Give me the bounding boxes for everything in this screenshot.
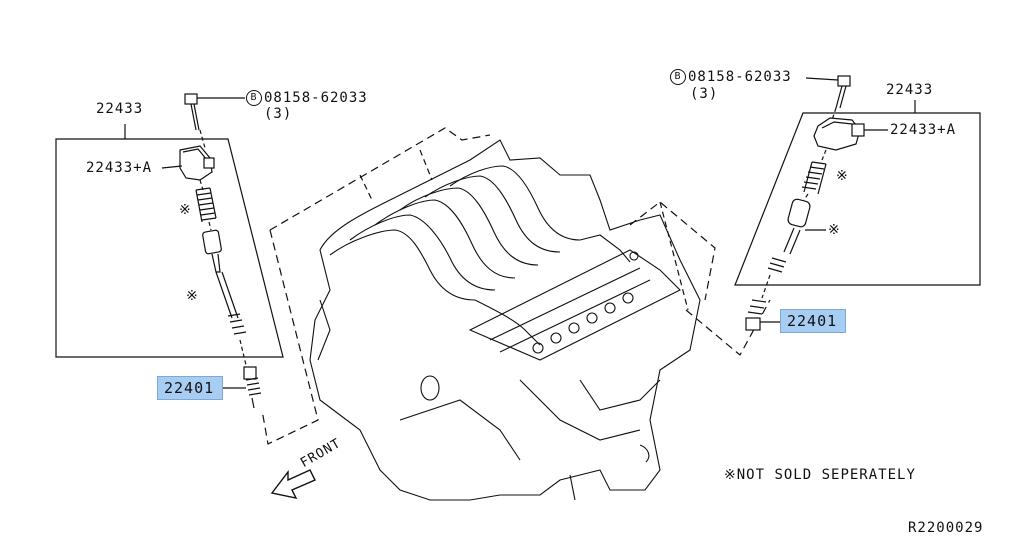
left-bolt-symbol: B xyxy=(246,90,262,106)
right-bolt-qty-label: (3) xyxy=(690,86,719,102)
left-bolt-part-label: 08158-62033 xyxy=(264,90,368,106)
right-spark-plug-icon xyxy=(745,299,786,331)
left-bolt-icon xyxy=(184,93,245,131)
left-assembly-box xyxy=(55,138,284,358)
right-bolt-icon xyxy=(805,75,851,109)
left-assembly-part-label: 22433 xyxy=(96,101,144,117)
left-bolt-qty-label: (3) xyxy=(264,106,293,122)
right-spark-plug-part-button[interactable]: 22401 xyxy=(780,309,846,333)
left-spring-mark: ※ xyxy=(179,202,192,218)
right-assembly-part-label: 22433 xyxy=(886,82,934,98)
left-spring-icon xyxy=(195,187,217,223)
front-arrow-icon xyxy=(270,469,316,499)
left-boot-mark: ※ xyxy=(186,288,199,304)
right-coil-icon xyxy=(813,117,888,151)
left-boot-icon xyxy=(202,229,247,335)
right-assembly-box xyxy=(734,112,981,286)
left-spark-plug-icon xyxy=(222,366,262,409)
diagram-code: R2200029 xyxy=(908,520,984,536)
right-bolt-part-label: 08158-62033 xyxy=(688,69,792,85)
footnote-not-sold-separately: ※NOT SOLD SEPERATELY xyxy=(724,467,916,483)
right-boot-mark: ※ xyxy=(828,222,841,238)
right-spring-icon xyxy=(801,161,827,195)
left-spark-plug-part-button[interactable]: 22401 xyxy=(157,376,223,400)
right-spring-mark: ※ xyxy=(836,168,849,184)
engine-block-outline xyxy=(309,139,701,501)
left-coil-part-label: 22433+A xyxy=(86,160,153,176)
right-boot-icon xyxy=(767,198,826,273)
left-coil-icon xyxy=(161,145,215,181)
right-bolt-symbol: B xyxy=(670,69,686,85)
right-coil-part-label: 22433+A xyxy=(890,122,957,138)
